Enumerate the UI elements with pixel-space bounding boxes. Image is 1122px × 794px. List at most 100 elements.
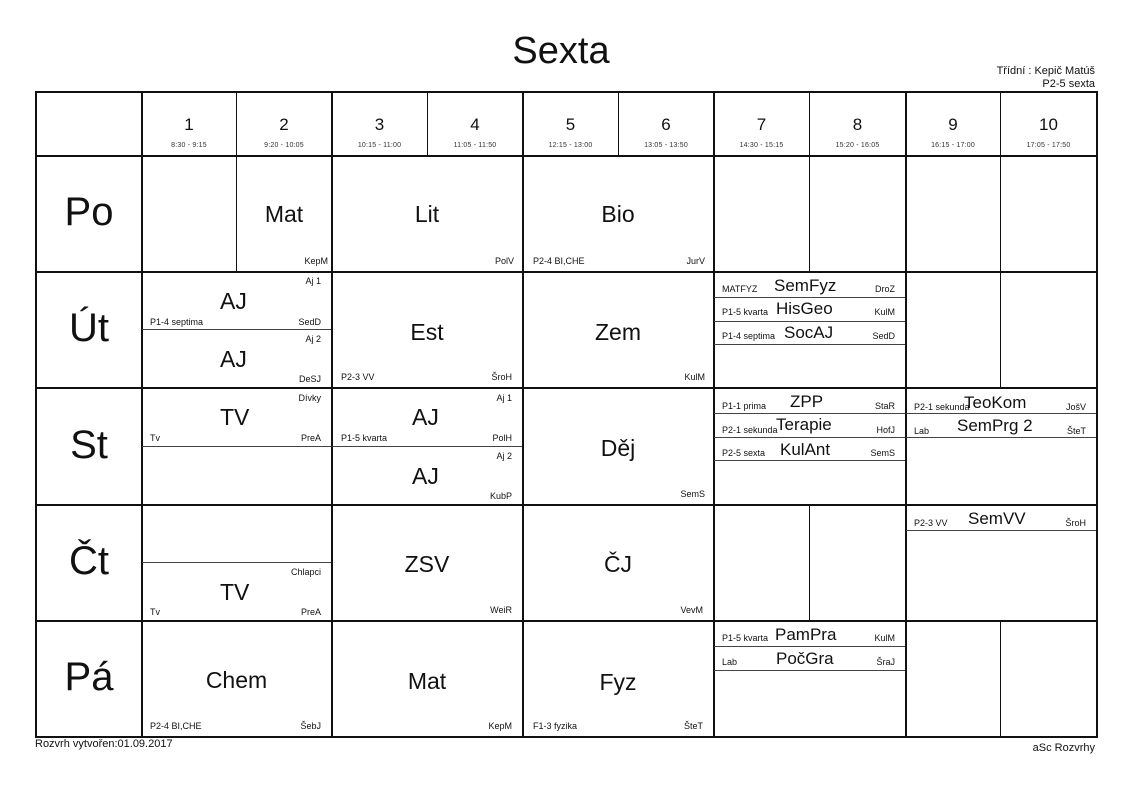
- lesson-room: P1-1 prima: [722, 401, 767, 411]
- lesson-subject: Mat: [407, 668, 447, 694]
- lesson-teacher: WeiR: [490, 605, 512, 615]
- lesson-subject: Est: [410, 319, 444, 345]
- lesson-subject: ZSV: [404, 551, 450, 577]
- lesson-cell[interactable]: Aj 2 AJ DeSJ: [142, 330, 331, 387]
- lesson-teacher: PreA: [300, 433, 321, 443]
- lesson-teacher: ŠraJ: [876, 657, 895, 667]
- lesson-cell[interactable]: Aj 2 AJ KubP: [332, 447, 522, 504]
- lesson-cell[interactable]: P1-1 prima ZPP StaR: [714, 390, 905, 413]
- lesson-teacher: JošV: [1065, 402, 1086, 412]
- lesson-cell[interactable]: Chlapci TV Tv PreA: [142, 563, 331, 620]
- lesson-teacher: KepM: [488, 721, 512, 731]
- split-line: [142, 562, 331, 563]
- lesson-cell[interactable]: P1-5 kvarta PamPra KulM: [714, 623, 905, 646]
- lesson-teacher: PolH: [492, 433, 512, 443]
- lesson-subject: HisGeo: [776, 299, 833, 318]
- class-info: Třídní : Kepič Matúš P2-5 sexta: [997, 65, 1095, 91]
- lesson-subject: KulAnt: [780, 440, 831, 459]
- lesson-teacher: KulM: [874, 633, 895, 643]
- lesson-cell[interactable]: Chem P2-4 BI,CHE ŠebJ: [142, 621, 331, 736]
- row-line: [35, 387, 1098, 389]
- lesson-room: P1-4 septima: [722, 331, 776, 341]
- lesson-cell[interactable]: ZSV WeiR: [332, 505, 522, 620]
- lesson-subject: Terapie: [776, 415, 832, 434]
- lesson-teacher: SemS: [680, 489, 705, 499]
- split-line: [906, 413, 1096, 414]
- lesson-subject: SemVV: [968, 509, 1026, 528]
- lesson-room: Tv: [150, 433, 160, 443]
- split-line: [906, 530, 1096, 531]
- lesson-subject: Bio: [601, 201, 635, 227]
- lesson-cell[interactable]: Fyz F1-3 fyzika ŠteT: [523, 621, 713, 736]
- lesson-subject: SocAJ: [784, 323, 834, 342]
- col-line: [809, 91, 810, 155]
- lesson-cell[interactable]: ČJ VevM: [523, 505, 713, 620]
- lesson-cell[interactable]: MATFYZ SemFyz DroZ: [714, 274, 905, 297]
- lesson-cell[interactable]: P1-5 kvarta HisGeo KulM: [714, 298, 905, 321]
- lesson-group: Aj 2: [496, 451, 512, 461]
- lesson-cell[interactable]: P2-5 sexta KulAnt SemS: [714, 438, 905, 460]
- lesson-room: P1-5 kvarta: [341, 433, 388, 443]
- lesson-cell[interactable]: Lab SemPrg 2 ŠteT: [906, 414, 1096, 437]
- lesson-room: P2-5 sexta: [722, 448, 766, 458]
- lesson-group: Aj 1: [496, 393, 512, 403]
- lesson-teacher: SemS: [870, 448, 895, 458]
- created-date: Rozvrh vytvořen:01.09.2017: [35, 738, 173, 750]
- lesson-cell[interactable]: Lab PočGra ŠraJ: [714, 647, 905, 670]
- lesson-cell[interactable]: Lit PolV: [332, 156, 522, 271]
- grid-border-bottom: [35, 736, 1098, 738]
- lesson-room: P1-4 septima: [150, 317, 204, 327]
- cell-line: [1000, 155, 1001, 271]
- lesson-subject: TV: [220, 579, 250, 605]
- page-title: Sexta: [512, 30, 610, 72]
- lesson-cell[interactable]: Aj 1 AJ P1-5 kvarta PolH: [332, 388, 522, 446]
- split-line: [142, 329, 331, 330]
- split-line: [714, 460, 905, 461]
- split-line: [714, 297, 905, 298]
- cell-line: [236, 155, 237, 271]
- split-line: [714, 321, 905, 322]
- lesson-teacher: SedD: [872, 331, 895, 341]
- cell-line: [1000, 271, 1001, 387]
- lesson-cell[interactable]: Bio P2-4 BI,CHE JurV: [523, 156, 713, 271]
- lesson-cell[interactable]: Mat KepM: [237, 156, 331, 271]
- col-line: [236, 91, 237, 155]
- lesson-cell[interactable]: Děj SemS: [523, 388, 713, 504]
- lesson-room: P2-1 sekunda: [722, 425, 778, 435]
- lesson-room: Tv: [150, 607, 160, 617]
- col-line: [1000, 91, 1001, 155]
- lesson-subject: Mat: [264, 201, 304, 227]
- split-line: [714, 344, 905, 345]
- lesson-cell[interactable]: Dívky TV Tv PreA: [142, 388, 331, 446]
- lesson-cell[interactable]: Aj 1 AJ P1-4 septima SedD: [142, 272, 331, 329]
- lesson-teacher: DroZ: [875, 284, 895, 294]
- split-line: [714, 413, 905, 414]
- lesson-room: Lab: [914, 426, 930, 436]
- col-line: [427, 91, 428, 155]
- lesson-room: P2-1 sekunda: [914, 402, 970, 412]
- class-teacher-label: Třídní : Kepič Matúš: [996, 65, 1095, 77]
- grid-border-top: [35, 91, 1098, 93]
- lesson-cell[interactable]: P2-1 sekunda Terapie HofJ: [714, 414, 905, 437]
- lesson-subject: Chem: [205, 667, 268, 693]
- lesson-cell[interactable]: P1-4 septima SocAJ SedD: [714, 322, 905, 344]
- row-line: [35, 620, 1098, 622]
- lesson-cell[interactable]: Est P2-3 VV ŠroH: [332, 272, 522, 387]
- lesson-group: Aj 1: [305, 276, 321, 286]
- lesson-subject: ČJ: [603, 551, 633, 577]
- lesson-room: P2-3 VV: [914, 518, 948, 528]
- lesson-teacher: SedD: [298, 317, 321, 327]
- lesson-cell[interactable]: P2-3 VV SemVV ŠroH: [906, 507, 1096, 530]
- cell-line: [809, 155, 810, 271]
- lesson-cell[interactable]: Mat KepM: [332, 621, 522, 736]
- lesson-cell[interactable]: Zem KulM: [523, 272, 713, 387]
- header-row-line: [35, 155, 1098, 157]
- lesson-subject: PamPra: [775, 625, 837, 644]
- lesson-cell[interactable]: P2-1 sekunda TeoKom JošV: [906, 390, 1096, 413]
